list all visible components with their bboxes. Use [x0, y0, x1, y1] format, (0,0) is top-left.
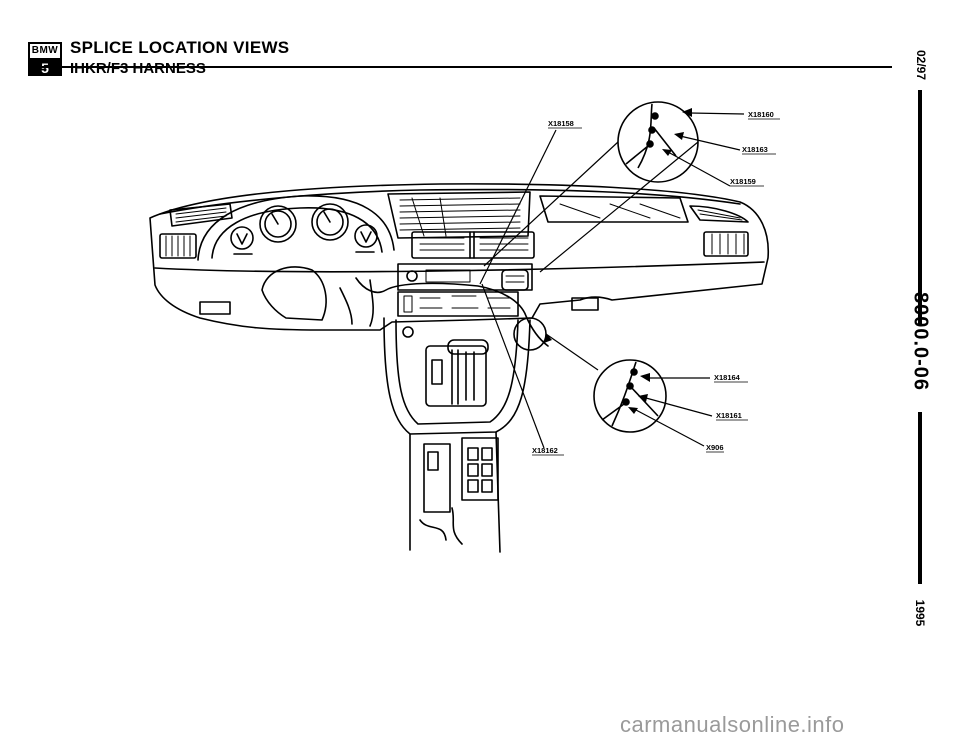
header-divider [28, 66, 892, 68]
center-top-vent [387, 191, 531, 239]
speedometer [311, 203, 349, 241]
left-small-gauge [230, 226, 254, 250]
leader-x18162 [481, 283, 545, 449]
detail-circle-lower [593, 359, 667, 433]
left-knee-panel-handle [199, 301, 231, 315]
leader-x18158 [479, 129, 557, 285]
margin-rule-bottom [918, 412, 922, 584]
label-x18158: X18158 [548, 119, 574, 128]
dashboard-lower-edge [154, 261, 765, 273]
logo-brand-text: BMW [30, 44, 60, 60]
leader-x18163 [679, 135, 741, 151]
right-side-grille [703, 231, 749, 257]
leader-x18159 [667, 151, 731, 187]
label-x18160: X18160 [748, 110, 774, 119]
steering-column-cover [261, 266, 327, 321]
gear-shifter-gate [425, 345, 487, 407]
dashboard-outline [149, 183, 770, 331]
radio-unit [397, 263, 533, 291]
leader-x906 [635, 409, 705, 447]
leader-x18161 [645, 397, 713, 417]
margin-rule-top [918, 90, 922, 326]
center-vents [411, 231, 535, 259]
right-glovebox-handle [571, 297, 599, 311]
leader-x18160 [689, 112, 745, 115]
watermark: carmanualsonline.info [620, 712, 845, 737]
logo-series-text: 5 [30, 60, 60, 76]
splice-module [501, 269, 529, 291]
dashboard-upper-crest [159, 188, 741, 215]
label-x906: X906 [706, 443, 724, 452]
right-top-vent [689, 205, 749, 223]
label-x18164: X18164 [714, 373, 741, 382]
left-vent [169, 203, 233, 227]
wiring-harness [355, 277, 549, 347]
tachometer [259, 205, 297, 243]
label-x18162: X18162 [532, 446, 558, 455]
page-title: SPLICE LOCATION VIEWS [70, 38, 290, 57]
right-upper-panel [539, 195, 689, 223]
center-console [383, 317, 531, 435]
page-subtitle: IHKR/F3 HARNESS [70, 60, 206, 77]
label-x18161: X18161 [716, 411, 742, 420]
instrument-cluster-hood [197, 195, 395, 261]
left-side-grille [159, 233, 197, 259]
bmw-5-series-logo: BMW 5 [28, 42, 62, 76]
label-x18159: X18159 [730, 177, 756, 186]
switch-block [461, 437, 499, 501]
label-x18163: X18163 [742, 145, 768, 154]
right-small-gauge [354, 224, 378, 248]
